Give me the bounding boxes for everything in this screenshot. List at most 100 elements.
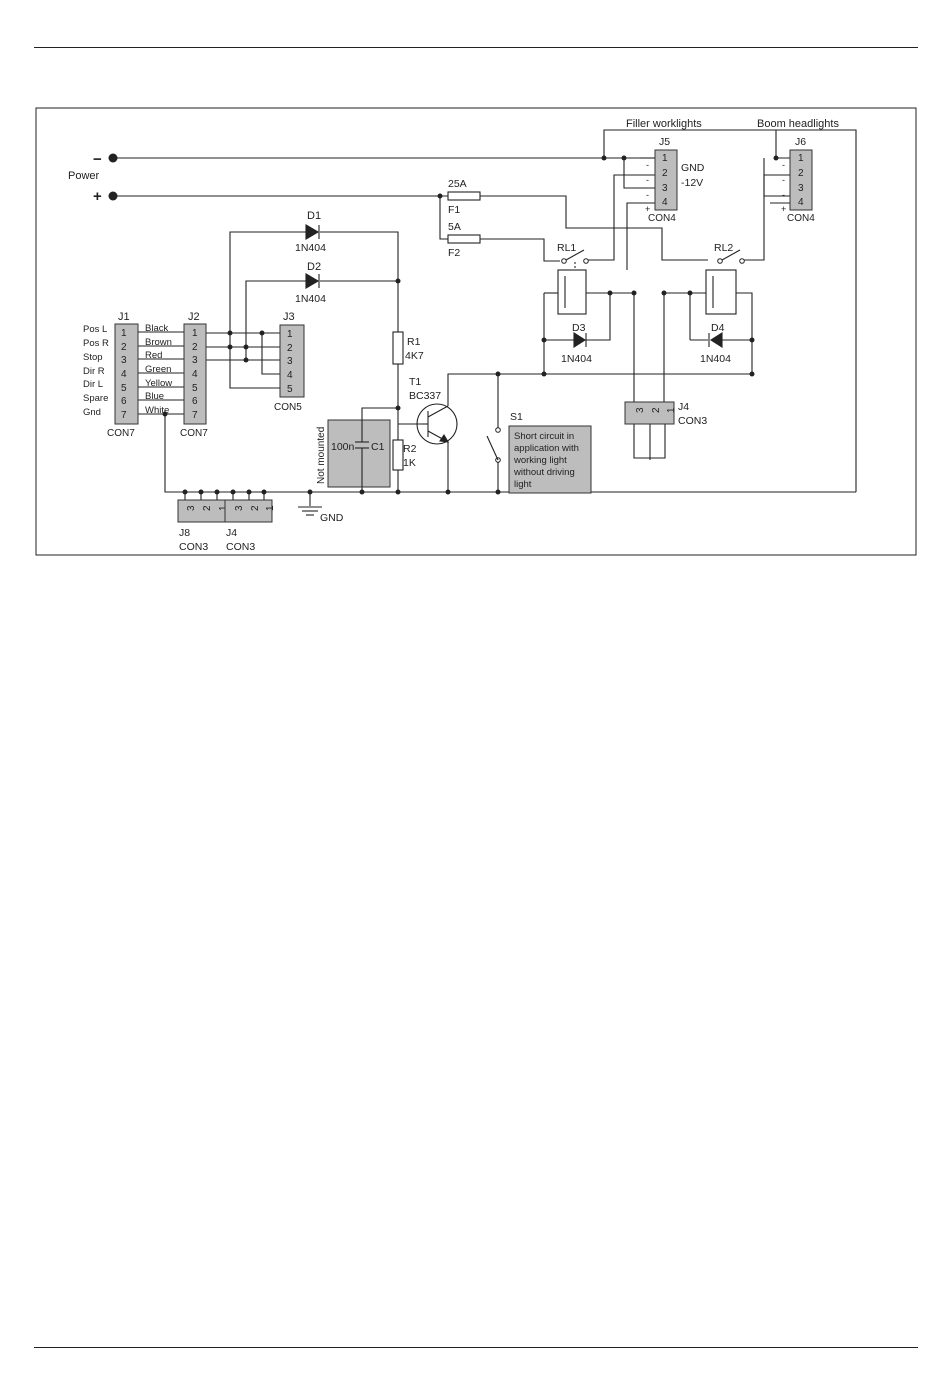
wire-colour: Blue	[145, 391, 164, 402]
filler-worklights-label: Filler worklights	[626, 118, 702, 130]
footer-rule	[34, 1347, 918, 1348]
j5-pin: 3	[662, 183, 668, 194]
r1-value: 4K7	[405, 350, 424, 362]
j1-pin: 5	[121, 383, 127, 394]
resistor-r2: R2 1K	[392, 439, 417, 471]
diode-d3: D3 1N404	[561, 322, 592, 365]
connector-j5: J5 1 2 3 4 - - + - + GND -12V CON4	[645, 136, 705, 224]
d4-symbol	[709, 331, 723, 349]
j2-pin: 6	[192, 396, 198, 407]
j8-pin: 3	[186, 505, 197, 511]
d1-symbol	[305, 224, 320, 240]
s1-contact	[495, 427, 501, 433]
j6-pin: 1	[798, 153, 804, 164]
j4r-pin: 1	[666, 407, 677, 413]
j4r-pin: 2	[651, 407, 662, 413]
j1-pin: 2	[121, 342, 127, 353]
wire-colour: Green	[145, 364, 171, 375]
t1-ref: T1	[409, 376, 421, 388]
relay-rl2: RL2	[705, 242, 745, 315]
power-minus-sign: −	[93, 151, 102, 168]
power-plus-sign: +	[93, 188, 102, 205]
j5-pin: 2	[662, 168, 668, 179]
c1-shade	[327, 419, 391, 488]
j1-signal: Stop	[83, 352, 103, 363]
d1-value: 1N404	[295, 242, 326, 254]
f1-rating: 25A	[448, 178, 467, 190]
j4b-pin: 2	[250, 505, 261, 511]
diagram-frame	[35, 107, 917, 556]
j6-polarity: -	[782, 190, 785, 200]
switch-s1: S1 Short circuit in application with wor…	[486, 411, 592, 494]
j1-signal: Pos R	[83, 338, 109, 349]
j6-pin: 4	[798, 197, 804, 208]
wire-colour: Yellow	[145, 378, 172, 389]
diode-d1: D1 1N404	[295, 210, 326, 254]
ground-symbol: GND	[298, 506, 344, 524]
j5-polarity: -	[646, 160, 649, 170]
j1-pin: 7	[121, 410, 127, 421]
j2-pin: 2	[192, 342, 198, 353]
d2-value: 1N404	[295, 293, 326, 305]
j1-signal: Dir R	[83, 366, 105, 377]
c1-value: 100n	[331, 441, 355, 453]
fuse-f2: 5A F2	[447, 221, 481, 259]
s1-note: Short circuit in	[514, 431, 574, 442]
j4b-pin: 1	[265, 505, 276, 511]
power-input: Power − +	[68, 151, 118, 205]
s1-note: without driving	[513, 467, 575, 478]
rl1-coil	[557, 269, 587, 315]
relay-rl1: RL1	[557, 242, 589, 315]
j5-ref: J5	[659, 136, 670, 148]
connector-j4-bottom: 3 2 1 J4 CON3	[224, 499, 276, 553]
j5-polarity: -	[646, 175, 649, 185]
j4r-type: CON3	[678, 415, 707, 427]
d4-ref: D4	[711, 322, 725, 334]
wire-colour: White	[145, 405, 169, 416]
wire-colour-labels: Black Brown Red Green Yellow Blue White	[145, 323, 172, 416]
s1-note: working light	[513, 455, 567, 466]
junction-dots	[162, 155, 779, 495]
rl2-coil	[705, 269, 737, 315]
j5-pin: 4	[662, 197, 668, 208]
j6-ref: J6	[795, 136, 806, 148]
j5-polarity: -	[646, 190, 649, 200]
j2-pin: 3	[192, 355, 198, 366]
power-label: Power	[68, 170, 100, 182]
r2-symbol	[392, 439, 404, 471]
wires	[113, 129, 857, 506]
j4b-type: CON3	[226, 541, 255, 553]
boom-headlights-label: Boom headlights	[757, 118, 839, 130]
connector-j3: J3 1 2 3 4 5 CON5	[274, 311, 305, 413]
d1-ref: D1	[307, 210, 321, 222]
j4r-ref: J4	[678, 401, 689, 413]
j5-polarity: +	[645, 204, 650, 214]
f1-symbol	[447, 191, 481, 201]
d4-value: 1N404	[700, 353, 731, 365]
r1-symbol	[392, 331, 404, 365]
j1-pin: 6	[121, 396, 127, 407]
j4r-pin: 3	[635, 407, 646, 413]
j6-polarity: +	[781, 204, 786, 214]
j4b-pin: 3	[234, 505, 245, 511]
capacitor-c1: 100n C1 Not mounted	[316, 419, 391, 488]
r2-ref: R2	[403, 443, 417, 455]
j1-signal: Dir L	[83, 379, 103, 390]
j3-pin: 4	[287, 370, 293, 381]
rl2-ref: RL2	[714, 242, 733, 254]
j2-type: CON7	[180, 428, 208, 439]
fuse-f1: 25A F1	[447, 178, 481, 216]
j6-polarity: -	[782, 175, 785, 185]
s1-note: application with	[514, 443, 579, 454]
connector-j1: J1 1 2 3 4 5 6 7 CON7 Pos L Pos R Stop D…	[83, 311, 139, 439]
j6-pin: 3	[798, 183, 804, 194]
f1-ref: F1	[448, 204, 460, 216]
j8-type: CON3	[179, 541, 208, 553]
j6-type: CON4	[787, 213, 815, 224]
f2-symbol	[447, 234, 481, 244]
j8-ref: J8	[179, 527, 190, 539]
connector-j4-right: 3 2 1 J4 CON3	[624, 401, 707, 427]
j3-pin: 1	[287, 329, 293, 340]
j1-pin: 4	[121, 369, 127, 380]
j3-ref: J3	[283, 311, 295, 323]
